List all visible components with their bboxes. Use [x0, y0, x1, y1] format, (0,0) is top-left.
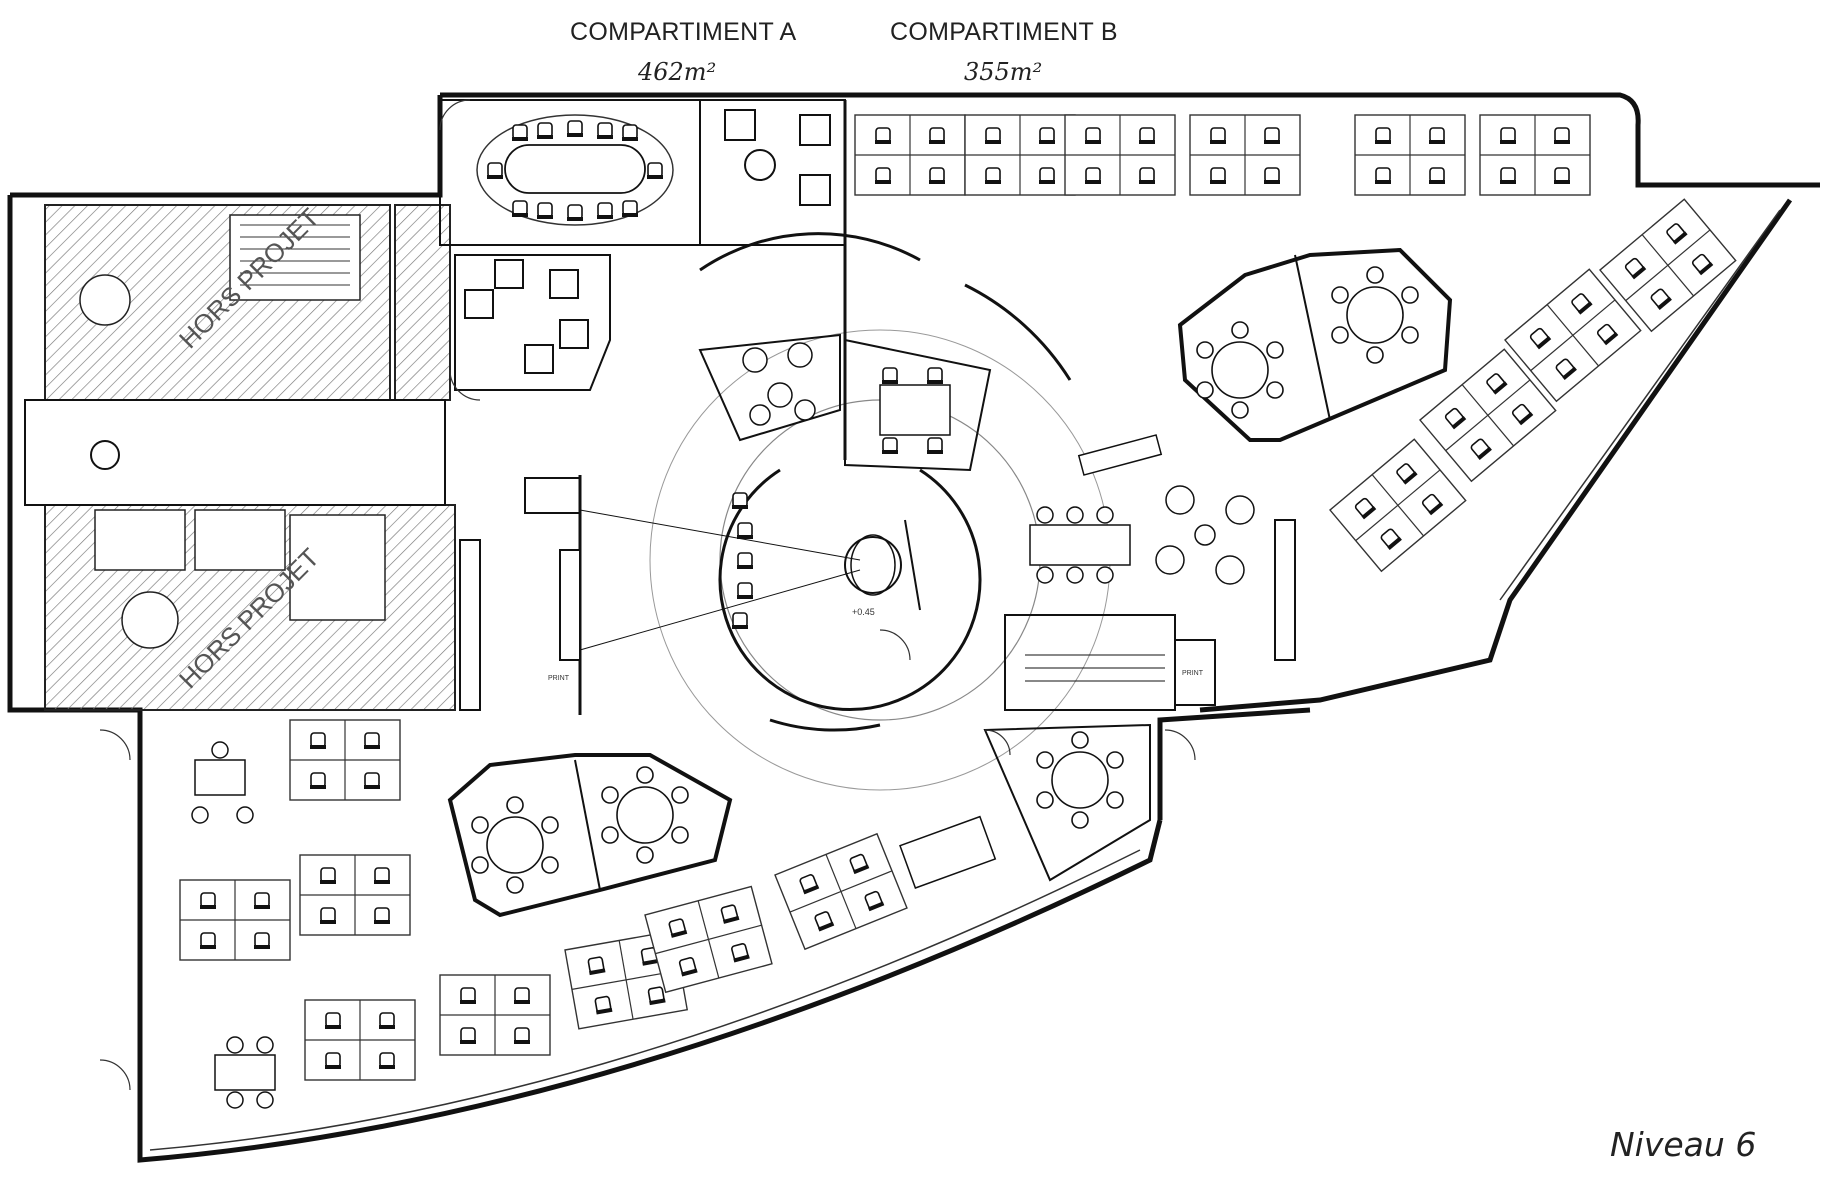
compartment-a-area: 462m² — [638, 58, 717, 86]
core-chairs-left — [731, 492, 754, 630]
compartment-b-title: COMPARTIMENT B — [890, 18, 1118, 46]
corridor — [24, 399, 446, 506]
stair-right — [1004, 614, 1216, 711]
elevation-label: +0.45 — [852, 607, 875, 617]
soft-seating — [698, 333, 841, 442]
level-label: Niveau 6 — [1610, 1125, 1757, 1164]
print-label-right: PRINT — [1182, 670, 1204, 677]
meeting-room-lower-right — [983, 723, 1151, 882]
desk-cluster-right — [1330, 199, 1736, 571]
boardroom — [439, 99, 701, 246]
doors — [99, 99, 1196, 1091]
excluded-zone-top — [44, 204, 451, 401]
meeting-pod-bottom-left — [447, 753, 733, 918]
lounge-right — [1029, 434, 1296, 661]
meeting-pod-top-right — [1177, 247, 1453, 442]
desk-cluster-bottom — [180, 720, 997, 1109]
meeting-room-left — [454, 254, 611, 391]
compartment-a-title: COMPARTIMENT A — [570, 18, 797, 46]
print-label-left: PRINT — [548, 675, 570, 682]
lounge-room — [699, 99, 846, 246]
desk-cluster-top — [855, 115, 1590, 195]
compartment-b-area: 355m² — [964, 58, 1043, 86]
meeting-table-center — [844, 338, 992, 472]
window-band — [149, 209, 1781, 1151]
excluded-zone-bottom — [44, 504, 456, 711]
reception-area — [459, 475, 861, 715]
